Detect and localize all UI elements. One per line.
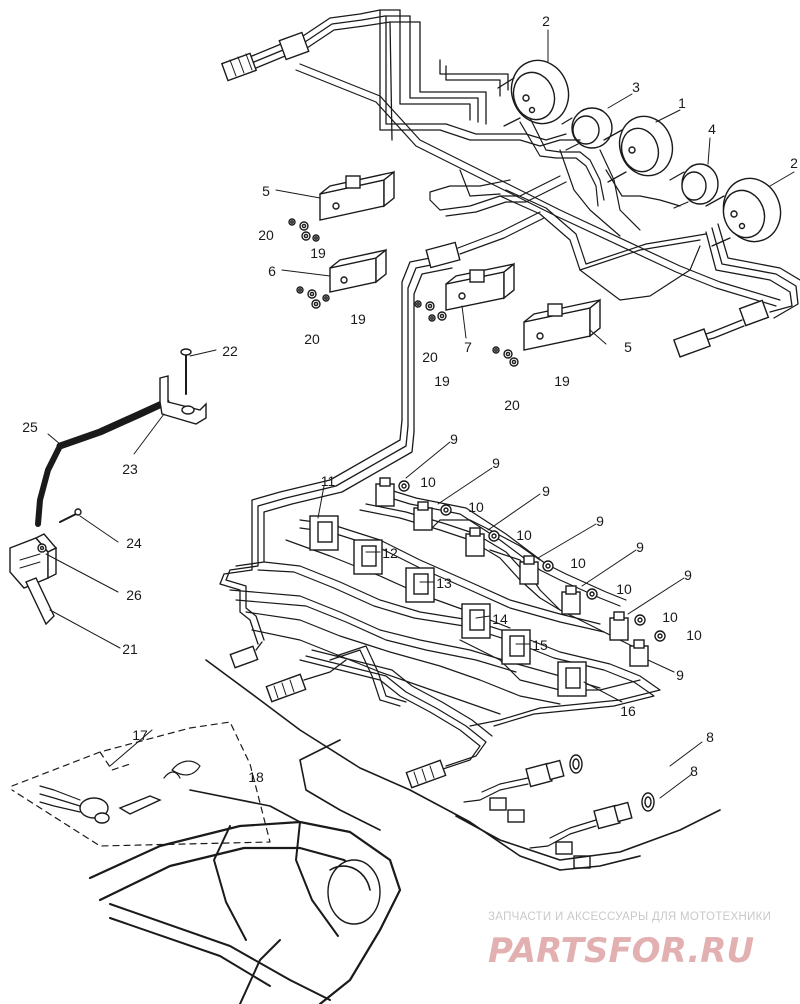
- callout-5a: 5: [262, 183, 270, 199]
- callout-9c: 9: [542, 483, 550, 499]
- callout-19d: 19: [554, 373, 570, 389]
- dashed-group-17: [11, 721, 271, 847]
- clamp-23[interactable]: [159, 375, 207, 425]
- callout-25: 25: [22, 419, 38, 435]
- callout-9b: 9: [492, 455, 500, 471]
- relay-13[interactable]: [405, 567, 435, 603]
- callout-26: 26: [126, 587, 142, 603]
- callout-10e: 10: [616, 581, 632, 597]
- switch-9-set[interactable]: [375, 477, 649, 667]
- relay-16[interactable]: [557, 661, 587, 697]
- bracket-5-lower[interactable]: [523, 298, 601, 351]
- switch-9-f: [609, 611, 629, 641]
- callout-1: 1: [678, 95, 686, 111]
- callout-15: 15: [532, 637, 548, 653]
- callout-9e: 9: [636, 539, 644, 555]
- callout-7: 7: [464, 339, 472, 355]
- callout-18: 18: [248, 769, 264, 785]
- relay-12[interactable]: [353, 539, 383, 575]
- callout-19b: 19: [350, 311, 366, 327]
- switch-9-c: [465, 527, 485, 557]
- bracket-6[interactable]: [329, 248, 387, 293]
- callout-21: 21: [122, 641, 138, 657]
- relay-15[interactable]: [501, 629, 531, 665]
- callout-10b: 10: [468, 499, 484, 515]
- bracket-7[interactable]: [445, 262, 515, 311]
- switch-9-a: [375, 477, 395, 507]
- outline-curve-18: [205, 659, 721, 871]
- cable-25: [35, 398, 170, 527]
- switch-8-upper[interactable]: [463, 754, 583, 823]
- switch-9-e: [561, 585, 581, 615]
- callout-9g: 9: [676, 667, 684, 683]
- callout-6: 6: [268, 263, 276, 279]
- callout-9f: 9: [684, 567, 692, 583]
- boat-hull-18: [88, 739, 402, 1004]
- callout-24: 24: [126, 535, 142, 551]
- callout-20d: 20: [504, 397, 520, 413]
- callout-14: 14: [492, 611, 508, 627]
- washer-26: [37, 543, 47, 553]
- gauge-2-lower[interactable]: [705, 170, 789, 249]
- callout-3: 3: [632, 79, 640, 95]
- gauge-3[interactable]: [561, 107, 613, 151]
- gauge-1[interactable]: [603, 109, 680, 183]
- callout-9a: 9: [450, 431, 458, 447]
- leader-lines: [45, 29, 795, 799]
- callout-10f: 10: [662, 609, 678, 625]
- callout-13: 13: [436, 575, 452, 591]
- callout-19c: 19: [434, 373, 450, 389]
- callout-22: 22: [222, 343, 238, 359]
- switch-8-lower[interactable]: [529, 792, 655, 869]
- callout-2b: 2: [790, 155, 798, 171]
- bracket-5-upper[interactable]: [319, 170, 395, 221]
- callout-19a: 19: [310, 245, 326, 261]
- callout-17: 17: [132, 727, 148, 743]
- switch-9-d: [519, 555, 539, 585]
- callout-10a: 10: [420, 474, 436, 490]
- callout-23: 23: [122, 461, 138, 477]
- callout-4: 4: [708, 121, 716, 137]
- callout-12: 12: [382, 545, 398, 561]
- gauge-4[interactable]: [669, 163, 719, 209]
- callout-20a: 20: [258, 227, 274, 243]
- callout-10c: 10: [516, 527, 532, 543]
- callout-labels: 1 2 2 3 4 5 5 6 7 8 8 9 9 9 9 9 9 9 10 1…: [22, 13, 798, 785]
- switch-21[interactable]: [9, 533, 58, 626]
- screw-22: [180, 348, 192, 395]
- gauge-2-upper[interactable]: [497, 52, 577, 131]
- nut-washer-set: [288, 218, 519, 367]
- callout-20c: 20: [422, 349, 438, 365]
- relay-11[interactable]: [309, 515, 339, 551]
- callout-10d: 10: [570, 555, 586, 571]
- callout-16: 16: [620, 703, 636, 719]
- switch-9-b: [413, 501, 433, 531]
- callout-10g: 10: [686, 627, 702, 643]
- callout-5b: 5: [624, 339, 632, 355]
- watermark-tagline: ЗАПЧАСТИ И АКСЕССУАРЫ ДЛЯ МОТОТЕХНИКИ: [488, 911, 771, 923]
- switch-kit-17[interactable]: [39, 760, 201, 824]
- relay-14[interactable]: [461, 603, 491, 639]
- screw-24: [59, 508, 82, 523]
- switch-9-g: [629, 639, 649, 667]
- upper-wiring-harness: [220, 9, 800, 433]
- callout-8a: 8: [706, 729, 714, 745]
- callout-9d: 9: [596, 513, 604, 529]
- callout-20b: 20: [304, 331, 320, 347]
- watermark-logo-text: PARTSFOR.RU: [488, 931, 754, 971]
- watermark: ЗАПЧАСТИ И АКСЕССУАРЫ ДЛЯ МОТОТЕХНИКИ PA…: [488, 911, 771, 971]
- lower-wiring-harness: [219, 419, 661, 789]
- nut-10-set: [398, 480, 666, 642]
- callout-8b: 8: [690, 763, 698, 779]
- callout-2a: 2: [542, 13, 550, 29]
- callout-11: 11: [321, 473, 336, 489]
